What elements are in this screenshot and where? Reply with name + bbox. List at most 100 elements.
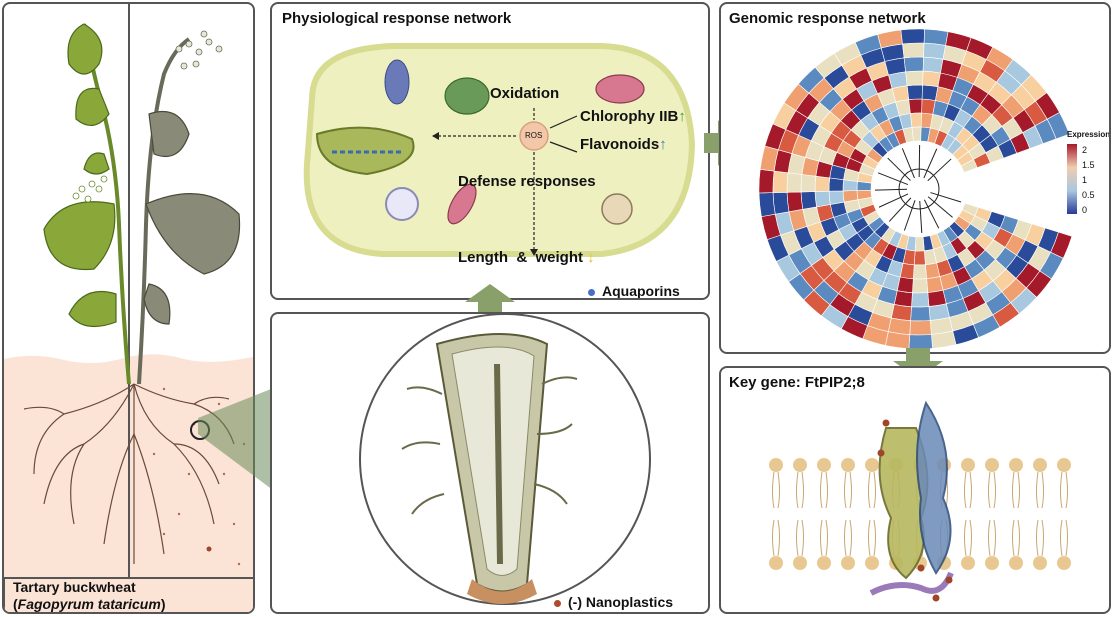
green-organelle <box>444 77 490 115</box>
legend-tick-1: 1 <box>1082 175 1088 185</box>
protein-helix-blue <box>916 400 952 575</box>
oxidation-label: Oxidation <box>490 85 560 102</box>
heatmap-cell <box>905 70 924 87</box>
heatmap-cell <box>772 170 789 193</box>
heatmap-cell <box>902 42 925 59</box>
heatmap-cell <box>828 177 844 192</box>
chlorophyll-label: Chlorophy IIB↑ <box>580 108 686 125</box>
lipid-head-bottom <box>1057 556 1071 570</box>
expression-legend-title: Expression <box>1067 130 1111 139</box>
vacuole-left <box>385 187 419 221</box>
heatmap-cell <box>828 190 845 205</box>
lipid-tail-top <box>844 471 852 509</box>
lipid-head-bottom <box>1009 556 1023 570</box>
heatmap-cell <box>842 190 859 203</box>
lipid-head-bottom <box>793 556 807 570</box>
lipid-head-bottom <box>1033 556 1047 570</box>
dendrogram-branch <box>878 193 909 208</box>
arrow-genomic-to-gene <box>893 348 943 379</box>
aquaporins-text: Aquaporins <box>602 283 680 299</box>
legend-tick-2: 2 <box>1082 145 1088 155</box>
heatmap-cell <box>923 42 946 60</box>
protein-tail-purple <box>869 571 954 596</box>
lipid-head-bottom <box>817 556 831 570</box>
heatmap-cell <box>786 191 804 213</box>
length-weight-down-arrow: ↓ <box>587 249 595 266</box>
roots <box>23 383 235 564</box>
dendrogram-branch <box>927 196 953 218</box>
heatmap-cell <box>908 98 923 114</box>
heatmap-cell <box>909 320 932 336</box>
heatmap-cell <box>814 175 831 192</box>
physio-title: Physiological response network <box>282 10 512 27</box>
lipid-tail-bottom <box>844 519 852 557</box>
lipid-tail-top <box>1012 471 1020 509</box>
heatmap-cell <box>910 306 931 322</box>
membrane-protein-illustration <box>769 400 1071 602</box>
heatmap-cell <box>800 191 817 210</box>
heatmap-cell <box>758 168 775 194</box>
circular-heatmap <box>758 28 1073 350</box>
species-common-name: Tartary buckwheat <box>13 579 136 595</box>
nanoplastic-particle <box>882 419 890 427</box>
length-weight-label: Length & weight ↓ <box>458 249 595 266</box>
lipid-tail-bottom <box>1060 519 1068 557</box>
heatmap-cell <box>814 190 831 208</box>
genomic-title: Genomic response network <box>729 10 926 27</box>
heatmap-cell <box>911 292 930 308</box>
dendrogram-branch <box>888 197 912 222</box>
green-leaves <box>43 23 117 328</box>
flavonoids-label: Flavonoids↑ <box>580 136 667 153</box>
mitochondrion-bottom <box>447 183 477 225</box>
ros-circle <box>519 121 549 151</box>
lipid-tail-bottom <box>988 519 996 557</box>
dendrogram-branch <box>919 200 923 233</box>
lipid-tail-bottom <box>1036 519 1044 557</box>
dendrogram-branch <box>887 157 911 181</box>
legend-tick-1-5: 1.5 <box>1082 160 1095 170</box>
arrowhead-length-down <box>530 249 538 256</box>
species-latin-name: (Fagopyrum tataricum) <box>13 596 165 612</box>
aquaporins-legend: Aquaporins <box>588 283 680 299</box>
latin-close-paren: ) <box>160 596 166 612</box>
lipid-head-top <box>865 458 879 472</box>
dendrogram-branch <box>923 148 938 179</box>
defense-label: Defense responses <box>458 173 596 190</box>
physiological-panel: Physiological response network Oxidation… <box>270 2 710 300</box>
heatmap-cell <box>926 276 944 293</box>
root-vascular <box>494 363 503 565</box>
lipid-head-top <box>817 458 831 472</box>
right-stem <box>137 37 191 385</box>
lipid-tail-bottom <box>820 519 828 557</box>
cell-illustration <box>303 43 696 257</box>
lipid-tail-bottom <box>868 519 876 557</box>
lipid-head-top <box>769 458 783 472</box>
grey-flowers <box>175 30 223 70</box>
grey-leaves <box>143 110 241 325</box>
heatmap-cell <box>786 172 803 193</box>
heatmap-cell <box>910 112 922 128</box>
lipid-tail-top <box>772 471 780 509</box>
lipid-tail-top <box>1060 471 1068 509</box>
lipid-tail-top <box>796 471 804 509</box>
heatmap-cell <box>1046 112 1070 140</box>
dendrogram-branch <box>923 199 940 229</box>
lipid-tail-top <box>820 471 828 509</box>
root-panel: (-) Nanoplastics <box>270 312 710 614</box>
key-gene-panel: Key gene: FtPIP2;8 <box>719 366 1111 614</box>
dendrogram-branch <box>927 158 952 182</box>
genomic-panel: Genomic response network Expression 2 1.… <box>719 2 1111 354</box>
lipid-head-top <box>1057 458 1071 472</box>
heatmap-cell <box>913 250 926 266</box>
heatmap-cell <box>903 56 924 73</box>
plant-illustration <box>4 4 253 612</box>
green-flowers <box>72 175 108 203</box>
heatmap-cell <box>922 56 944 74</box>
lipid-tail-bottom <box>772 519 780 557</box>
legend-tick-0: 0 <box>1082 205 1088 215</box>
dendrogram-branch <box>901 148 915 179</box>
nanoplastics-text: (-) Nanoplastics <box>568 594 674 610</box>
root-inner-tissue <box>451 346 535 576</box>
heatmap-cell <box>923 28 949 46</box>
nanoplastic-dot-icon <box>554 599 561 607</box>
